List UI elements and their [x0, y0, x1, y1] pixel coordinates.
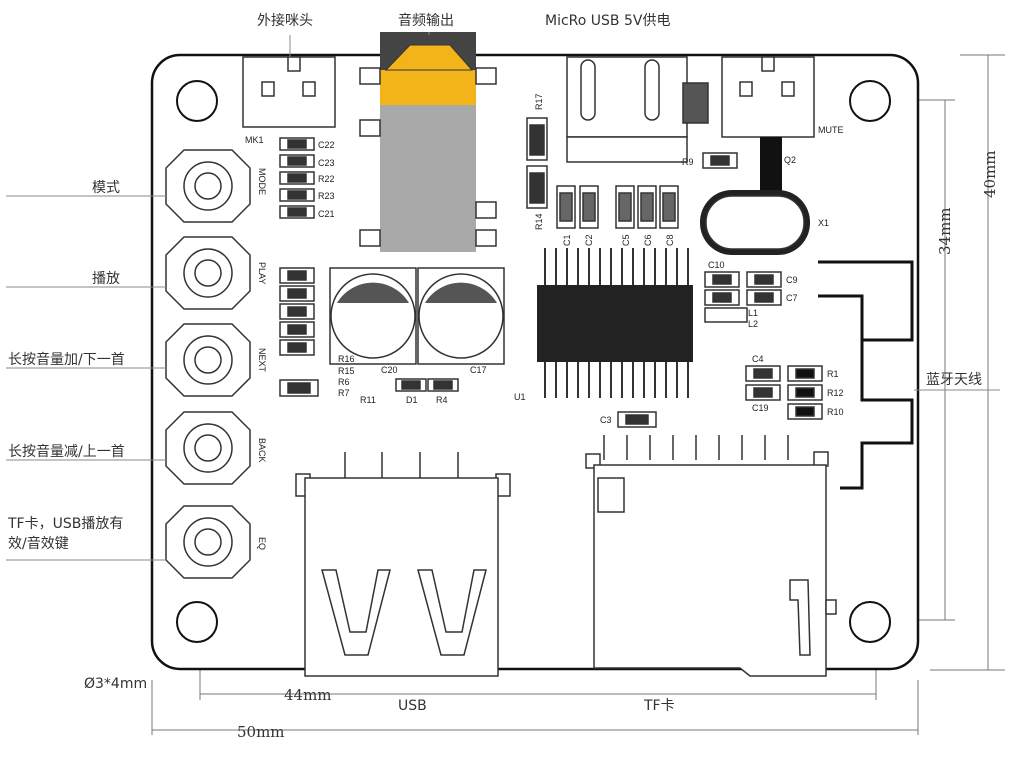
silk-c17: C17: [470, 365, 487, 375]
mounting-hole-bottom-left: [176, 601, 218, 643]
mounting-holes: [176, 80, 891, 643]
bluetooth-antenna: [818, 260, 914, 490]
annotation-usb: USB: [398, 698, 427, 714]
silk-mode: MODE: [257, 168, 267, 195]
silk-c10: C10: [708, 260, 725, 270]
crystal-x1-inner: [705, 195, 805, 250]
silk-next: NEXT: [257, 348, 267, 373]
mounting-hole-top-right: [849, 80, 891, 122]
silk-mute: MUTE: [818, 125, 844, 135]
passive-components: [279, 117, 823, 428]
silk-l2: L2: [748, 319, 758, 329]
button-play[interactable]: [165, 236, 251, 310]
silk-l1: L1: [748, 308, 758, 318]
annotation-next: 长按音量加/下一首: [8, 351, 125, 368]
audio-jack: [359, 32, 497, 252]
silk-r4: R4: [436, 395, 448, 405]
annotation-tf: TF卡: [643, 698, 675, 714]
usb-a-connector: [295, 452, 511, 677]
annotation-mode: 模式: [92, 180, 120, 196]
mounting-hole-bottom-right: [849, 601, 891, 643]
silk-c21: C21: [318, 209, 335, 219]
chip-u1: [537, 248, 693, 398]
button-eq[interactable]: [165, 505, 251, 579]
annotation-back: 长按音量减/上一首: [8, 443, 125, 460]
silk-c3: C3: [600, 415, 612, 425]
mounting-hole-top-left: [176, 80, 218, 122]
silk-r11: R11: [360, 395, 376, 405]
silk-r12: R12: [827, 388, 844, 398]
silk-c8: C8: [665, 234, 675, 246]
silk-u1: U1: [514, 392, 526, 402]
silk-c22: C22: [318, 140, 335, 150]
silk-r23: R23: [318, 191, 335, 201]
silk-r10: R10: [827, 407, 844, 417]
silk-r14: R14: [534, 213, 544, 230]
mute-switch: [682, 56, 815, 138]
silk-eq: EQ: [257, 537, 267, 550]
silk-c5: C5: [621, 234, 631, 246]
annotation-eq-line2: 效/音效键: [8, 535, 69, 552]
silk-c23: C23: [318, 158, 335, 168]
leader-lines: [6, 32, 1000, 561]
silk-r22: R22: [318, 174, 335, 184]
annotation-antenna: 蓝牙天线: [926, 372, 982, 388]
capacitor-c20: [329, 267, 417, 365]
mic-connector: [242, 56, 336, 128]
mode-buttons: [165, 149, 251, 579]
silk-r17: R17: [534, 93, 544, 110]
silk-r1: R1: [827, 369, 839, 379]
q2-transistor: [760, 137, 782, 197]
micro-usb-connector: [566, 56, 688, 163]
dimension-34mm: 34mm: [936, 207, 954, 255]
annotation-hole: Ø3*4mm: [84, 676, 147, 692]
silk-c9: C9: [786, 275, 798, 285]
annotation-mic: 外接咪头: [257, 12, 313, 29]
silk-q2: Q2: [784, 155, 796, 165]
silk-r9: R9: [682, 157, 694, 167]
silk-c20: C20: [381, 365, 398, 375]
annotation-play: 播放: [92, 271, 120, 287]
silk-c6: C6: [643, 234, 653, 246]
silk-d1: D1: [406, 395, 418, 405]
dimension-50mm: 50mm: [237, 723, 285, 741]
button-back[interactable]: [165, 411, 251, 485]
capacitor-c17: [417, 267, 505, 365]
dimension-40mm: 40mm: [981, 150, 999, 198]
silk-c4: C4: [752, 354, 764, 364]
silk-mk1: MK1: [245, 135, 264, 145]
silk-x1: X1: [818, 218, 829, 228]
silk-r6: R6: [338, 377, 350, 387]
annotation-power: MicRo USB 5V供电: [545, 13, 670, 29]
dimension-44mm: 44mm: [284, 686, 332, 704]
silk-play: PLAY: [257, 262, 267, 284]
annotation-audio-out: 音频输出: [398, 12, 454, 29]
silk-c19: C19: [752, 403, 769, 413]
annotation-eq-line1: TF卡，USB播放有: [7, 516, 123, 532]
silk-c7: C7: [786, 293, 798, 303]
silk-back: BACK: [257, 438, 267, 463]
silk-c2: C2: [584, 234, 594, 246]
silk-r7: R7: [338, 388, 350, 398]
silk-r15: R15: [338, 366, 355, 376]
silk-r16: R16: [338, 354, 355, 364]
button-mode[interactable]: [165, 149, 251, 223]
button-next[interactable]: [165, 323, 251, 397]
tf-card-slot: [585, 435, 837, 677]
silk-c1: C1: [562, 234, 572, 246]
